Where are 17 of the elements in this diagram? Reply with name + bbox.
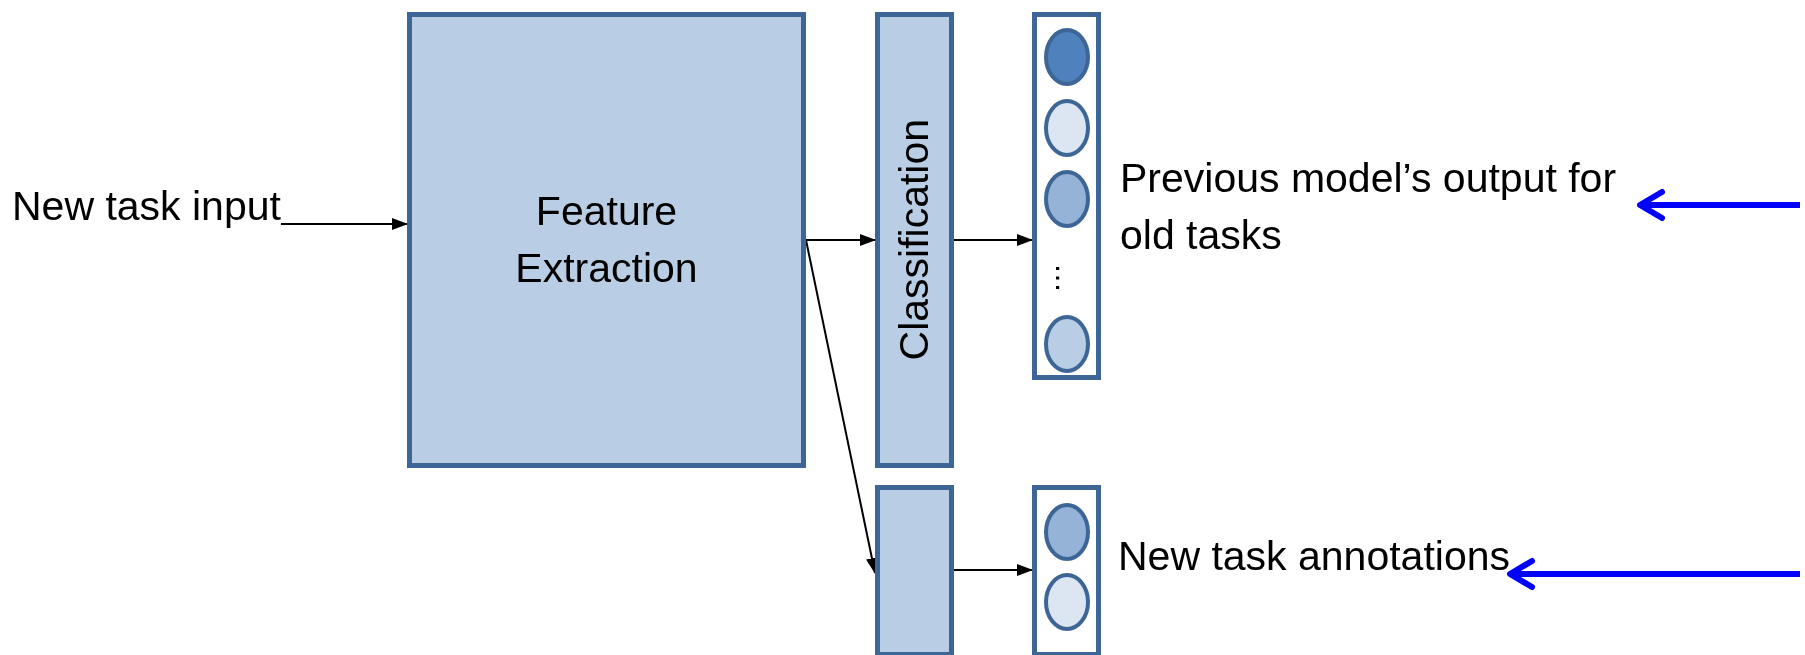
arrow xyxy=(805,234,876,246)
output-column xyxy=(1032,12,1101,380)
arrow xyxy=(1637,189,1800,221)
arrow xyxy=(953,234,1033,246)
arrow xyxy=(1507,558,1800,590)
new-task-block xyxy=(875,485,954,655)
block-title: Classification xyxy=(889,119,938,361)
arrow xyxy=(953,564,1033,576)
output-column xyxy=(1032,485,1101,655)
block-title: Feature Extraction xyxy=(514,186,699,293)
text-label: Previous model’s output for old tasks xyxy=(1120,154,1618,261)
text-label: New task input xyxy=(12,182,281,231)
text-label: New task annotations xyxy=(1118,532,1510,581)
arrow xyxy=(279,218,408,230)
ellipsis-mark: … xyxy=(1051,263,1081,293)
classification-block xyxy=(875,12,954,468)
feature-extraction-block xyxy=(407,12,806,468)
